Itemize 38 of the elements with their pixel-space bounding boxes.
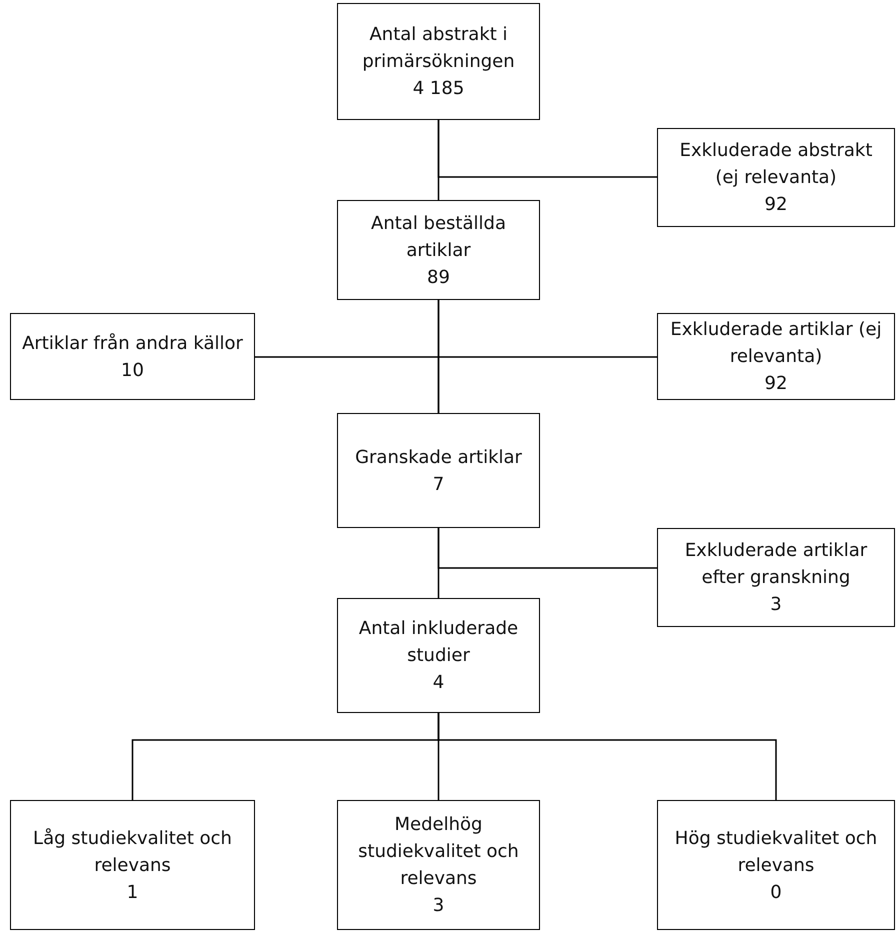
connector-line bbox=[438, 120, 657, 178]
count-text: 92 bbox=[764, 372, 788, 396]
process-box bbox=[657, 313, 895, 400]
box-label: Låg studiekvalitet och relevans bbox=[32, 826, 233, 878]
process-box bbox=[337, 413, 540, 528]
box-label: Exkluderade artiklar efter granskning bbox=[684, 539, 868, 590]
box-label: Antal beställda artiklar bbox=[370, 212, 507, 262]
connector-line bbox=[438, 713, 777, 800]
process-box bbox=[10, 800, 255, 930]
count-text: 92 bbox=[764, 193, 788, 217]
connector-line bbox=[438, 528, 657, 569]
process-box bbox=[657, 800, 895, 930]
count-text: 4 bbox=[432, 671, 444, 695]
process-box bbox=[10, 313, 255, 400]
count-text: 4 185 bbox=[412, 77, 464, 101]
box-label: Antal inkluderade studier bbox=[358, 617, 520, 668]
connector-line bbox=[438, 300, 657, 358]
box-label: Exkluderade artiklar (ej relevanta) bbox=[669, 318, 883, 369]
process-box bbox=[657, 128, 895, 227]
connector-line bbox=[255, 356, 440, 413]
process-box bbox=[337, 800, 540, 930]
count-text: 10 bbox=[121, 358, 144, 382]
process-box bbox=[337, 598, 540, 713]
box-label: Exkluderade abstrakt (ej relevanta) bbox=[678, 139, 874, 190]
count-text: 0 bbox=[770, 880, 782, 904]
box-label: Antal abstrakt i primärsökningen bbox=[361, 23, 516, 74]
process-box bbox=[337, 3, 540, 120]
count-text: 7 bbox=[432, 472, 444, 496]
count-text: 1 bbox=[126, 880, 138, 904]
box-label: Medelhög studiekvalitet och relevans bbox=[357, 813, 520, 891]
box-label: Hög studiekvalitet och relevans bbox=[674, 826, 878, 878]
process-box bbox=[657, 528, 895, 627]
process-box bbox=[337, 200, 540, 300]
box-label: Artiklar från andra källor bbox=[22, 332, 243, 356]
count-text: 3 bbox=[432, 894, 444, 918]
count-text: 89 bbox=[427, 266, 450, 290]
count-text: 3 bbox=[770, 593, 782, 617]
box-label: Granskade artiklar bbox=[355, 446, 522, 470]
